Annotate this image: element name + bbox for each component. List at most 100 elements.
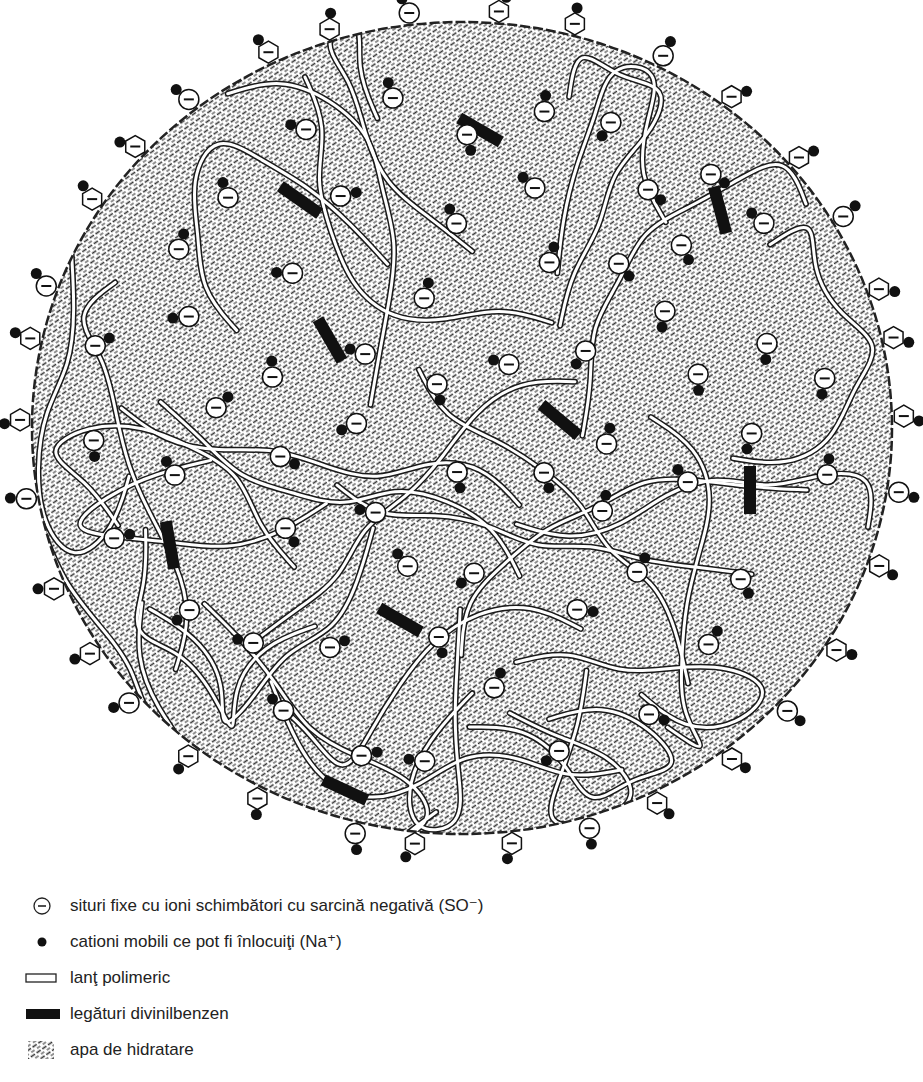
polymer-chain <box>305 77 552 323</box>
surface-site <box>722 86 752 108</box>
exchange-site <box>267 694 294 721</box>
exchange-site <box>206 391 233 417</box>
surface-site <box>31 268 57 296</box>
divinylbenzene-link <box>538 400 582 440</box>
exchange-site <box>567 600 598 620</box>
exchange-site <box>597 423 617 454</box>
surface-site <box>33 578 64 600</box>
exchange-site <box>484 668 506 698</box>
polymer-chain <box>43 531 177 740</box>
surface-site <box>114 136 144 158</box>
surface-site <box>789 146 819 169</box>
exchange-site <box>518 172 545 198</box>
exchange-site <box>672 464 697 492</box>
surface-site <box>10 327 40 349</box>
exchange-site <box>757 334 777 365</box>
exchange-site <box>534 463 554 494</box>
exchange-site <box>169 228 189 259</box>
polymer-chain <box>410 609 473 829</box>
exchange-site <box>817 453 837 484</box>
surface-site <box>580 818 600 849</box>
polymer-chain <box>204 604 436 835</box>
legend-sample <box>26 1009 60 1019</box>
exchange-site <box>655 301 675 332</box>
surface-site <box>173 745 198 774</box>
exchange-site <box>447 462 467 493</box>
surface-site <box>108 693 139 713</box>
exchange-site <box>217 177 238 208</box>
polymer-chain <box>651 417 709 746</box>
divinylbenzene-link <box>321 774 370 805</box>
exchange-site <box>104 528 135 548</box>
exchange-site <box>84 430 104 461</box>
polymer-chain <box>150 528 373 722</box>
surface-site <box>248 788 267 820</box>
exchange-site <box>331 186 362 206</box>
exchange-site <box>232 633 263 653</box>
divinylbenzene-link <box>313 316 347 364</box>
polymer-chain <box>733 227 873 462</box>
exchange-site <box>815 368 835 399</box>
divinylbenzene-link <box>744 466 756 514</box>
polymer-chain <box>733 227 873 462</box>
exchange-site <box>571 341 596 369</box>
surface-site <box>489 0 511 22</box>
polymer-chain <box>510 671 631 825</box>
polymer-chain <box>582 165 806 436</box>
exchange-site <box>345 343 376 364</box>
exchange-site <box>698 626 722 655</box>
legend-sample <box>38 938 47 947</box>
polymer-chain <box>330 26 472 252</box>
surface-site <box>894 405 923 427</box>
polymer-chain <box>272 608 581 765</box>
exchange-site <box>285 119 316 139</box>
polymer-chain <box>510 671 631 825</box>
legend-text: cationi mobili ce pot fi înlocuiţi (Na⁺) <box>70 932 342 952</box>
exchange-site <box>609 254 635 282</box>
polymer-chain <box>469 709 671 797</box>
exchange-site <box>627 552 650 582</box>
surface-site <box>653 36 676 66</box>
surface-site <box>833 200 860 226</box>
exchange-site <box>275 518 299 547</box>
surface-site <box>722 748 750 773</box>
exchange-site <box>541 741 569 766</box>
exchange-site <box>688 364 708 395</box>
exchange-site <box>270 447 300 470</box>
surface-site <box>884 327 914 349</box>
divinylbenzene-link <box>376 603 424 637</box>
exchange-site <box>638 180 666 205</box>
exchange-site <box>262 356 282 387</box>
surface-site <box>565 3 584 35</box>
surface-site <box>78 180 102 210</box>
exchange-site <box>352 746 383 766</box>
legend-text: situri fixe cu ioni schimbători cu sarci… <box>70 896 483 916</box>
exchange-site <box>167 307 198 327</box>
polymer-chain <box>228 84 394 405</box>
exchange-site <box>271 263 302 283</box>
surface-site <box>777 701 805 726</box>
polymer-chain <box>651 417 709 746</box>
exchange-site <box>534 90 554 121</box>
polymer-chain <box>330 26 472 252</box>
exchange-site <box>429 627 449 658</box>
exchange-site <box>320 635 350 657</box>
exchange-site <box>444 204 466 234</box>
exchange-site <box>457 125 477 156</box>
polymer-chain <box>194 144 387 331</box>
surface-site <box>69 643 99 665</box>
polymer-chain <box>272 608 581 765</box>
exchange-site <box>383 77 403 108</box>
surface-site <box>889 482 920 503</box>
polymer-chain <box>560 57 661 325</box>
bead-outline <box>32 22 892 834</box>
polymer-chain <box>204 604 436 835</box>
polymer-chain <box>557 66 665 273</box>
surface-site <box>345 824 365 855</box>
surface-site <box>502 832 521 864</box>
exchange-site <box>354 503 385 523</box>
surface-site <box>253 34 278 63</box>
surface-site <box>870 555 898 580</box>
legend-sample <box>26 974 56 982</box>
